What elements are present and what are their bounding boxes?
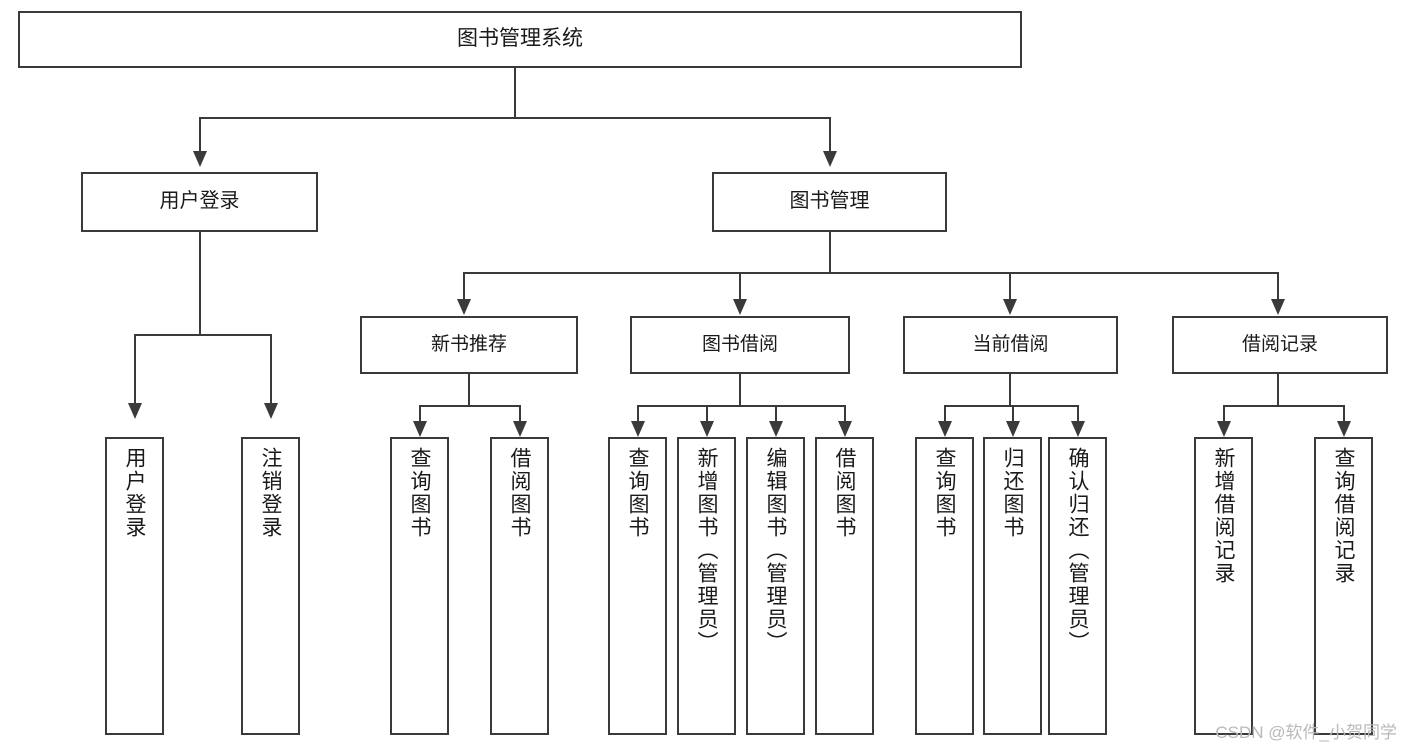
connector-drop-nb-1 — [419, 405, 421, 423]
connector-drop-bb-3 — [775, 405, 777, 423]
arrowhead-nb-2 — [513, 421, 527, 437]
node-label: 借阅图书 — [833, 447, 856, 539]
node-label: 借阅记录 — [1241, 333, 1318, 355]
node-label: 当前借阅 — [972, 333, 1049, 355]
arrowhead-login-1 — [128, 403, 142, 419]
arrowhead-book-manage — [823, 151, 837, 167]
node-user-login[interactable]: 用户登录 — [81, 172, 318, 232]
arrowhead-new-book — [457, 299, 471, 315]
node-label: 借阅图书 — [508, 447, 531, 539]
connector-book-manage-stem — [829, 232, 831, 273]
arrowhead-bb-4 — [838, 421, 852, 437]
connector-bookborrow-bus — [637, 405, 845, 407]
node-book-management[interactable]: 图书管理 — [712, 172, 947, 232]
node-label: 归还图书 — [1001, 447, 1024, 539]
node-label: 图书借阅 — [701, 333, 778, 355]
leaf-nb-query-book[interactable]: 查询图书 — [390, 437, 449, 735]
node-label: 注销登录 — [259, 447, 282, 539]
connector-drop-bb-1 — [637, 405, 639, 423]
connector-drop-book-manage — [829, 117, 831, 151]
connector-drop-book-borrow — [739, 272, 741, 299]
leaf-bb-query-book[interactable]: 查询图书 — [608, 437, 667, 735]
connector-drop-cb-3 — [1077, 405, 1079, 423]
connector-drop-br-1 — [1223, 405, 1225, 423]
node-label: 查询借阅记录 — [1332, 447, 1355, 585]
connector-drop-current-borrow — [1009, 272, 1011, 299]
connector-root-stem — [514, 68, 516, 117]
connector-currentborrow-stem — [1009, 374, 1011, 406]
node-label: 图书管理 — [789, 190, 870, 213]
connector-borrowrecord-bus — [1223, 405, 1344, 407]
connector-newbook-bus — [419, 405, 520, 407]
node-label: 新增借阅记录 — [1212, 447, 1235, 585]
arrowhead-br-2 — [1337, 421, 1351, 437]
arrowhead-book-borrow — [733, 299, 747, 315]
arrowhead-bb-3 — [769, 421, 783, 437]
leaf-cb-return-book[interactable]: 归还图书 — [983, 437, 1042, 735]
leaf-bb-add-book-admin[interactable]: 新增图书（管理员） — [677, 437, 736, 735]
node-label: 图书管理系统 — [457, 27, 583, 51]
connector-drop-new-book — [463, 272, 465, 299]
connector-drop-nb-2 — [519, 405, 521, 423]
leaf-logout[interactable]: 注销登录 — [241, 437, 300, 735]
connector-drop-login-1 — [134, 334, 136, 403]
node-root-system[interactable]: 图书管理系统 — [18, 11, 1022, 68]
connector-bookborrow-stem — [739, 374, 741, 406]
arrowhead-current-borrow — [1003, 299, 1017, 315]
connector-drop-cb-2 — [1012, 405, 1014, 423]
connector-drop-borrow-record — [1277, 272, 1279, 299]
node-label: 查询图书 — [408, 447, 431, 539]
connector-borrowrecord-stem — [1277, 374, 1279, 406]
leaf-bb-edit-book-admin[interactable]: 编辑图书（管理员） — [746, 437, 805, 735]
leaf-br-query-record[interactable]: 查询借阅记录 — [1314, 437, 1373, 735]
connector-user-login-bus — [134, 334, 271, 336]
node-label: 编辑图书（管理员） — [764, 447, 787, 654]
node-label: 新增图书（管理员） — [695, 447, 718, 654]
node-label: 用户登录 — [123, 447, 146, 539]
connector-drop-user-login — [199, 117, 201, 151]
node-label: 用户登录 — [159, 190, 240, 213]
node-label: 查询图书 — [626, 447, 649, 539]
node-borrow-record[interactable]: 借阅记录 — [1172, 316, 1388, 374]
connector-drop-cb-1 — [944, 405, 946, 423]
connector-drop-bb-4 — [844, 405, 846, 423]
node-book-borrow[interactable]: 图书借阅 — [630, 316, 850, 374]
connector-drop-login-2 — [270, 334, 272, 403]
arrowhead-cb-3 — [1071, 421, 1085, 437]
leaf-nb-borrow-book[interactable]: 借阅图书 — [490, 437, 549, 735]
arrowhead-login-2 — [264, 403, 278, 419]
connector-newbook-stem — [468, 374, 470, 406]
node-current-borrow[interactable]: 当前借阅 — [903, 316, 1118, 374]
leaf-cb-query-book[interactable]: 查询图书 — [915, 437, 974, 735]
arrowhead-cb-1 — [938, 421, 952, 437]
node-label: 查询图书 — [933, 447, 956, 539]
connector-level2-bus — [463, 272, 1278, 274]
leaf-bb-borrow-book[interactable]: 借阅图书 — [815, 437, 874, 735]
leaf-user-login[interactable]: 用户登录 — [105, 437, 164, 735]
leaf-br-add-record[interactable]: 新增借阅记录 — [1194, 437, 1253, 735]
watermark: CSDN @软件_小贺同学 — [1215, 723, 1397, 742]
arrowhead-br-1 — [1217, 421, 1231, 437]
connector-currentborrow-bus — [944, 405, 1079, 407]
arrowhead-user-login — [193, 151, 207, 167]
leaf-cb-confirm-return-admin[interactable]: 确认归还（管理员） — [1048, 437, 1107, 735]
arrowhead-bb-2 — [700, 421, 714, 437]
connector-root-bus — [199, 117, 831, 119]
connector-drop-br-2 — [1343, 405, 1345, 423]
connector-user-login-stem — [199, 232, 201, 335]
arrowhead-cb-2 — [1006, 421, 1020, 437]
arrowhead-nb-1 — [413, 421, 427, 437]
node-new-book-recommend[interactable]: 新书推荐 — [360, 316, 578, 374]
connector-drop-bb-2 — [706, 405, 708, 423]
node-label: 新书推荐 — [430, 333, 507, 355]
arrowhead-bb-1 — [631, 421, 645, 437]
arrowhead-borrow-record — [1271, 299, 1285, 315]
node-label: 确认归还（管理员） — [1066, 447, 1089, 654]
